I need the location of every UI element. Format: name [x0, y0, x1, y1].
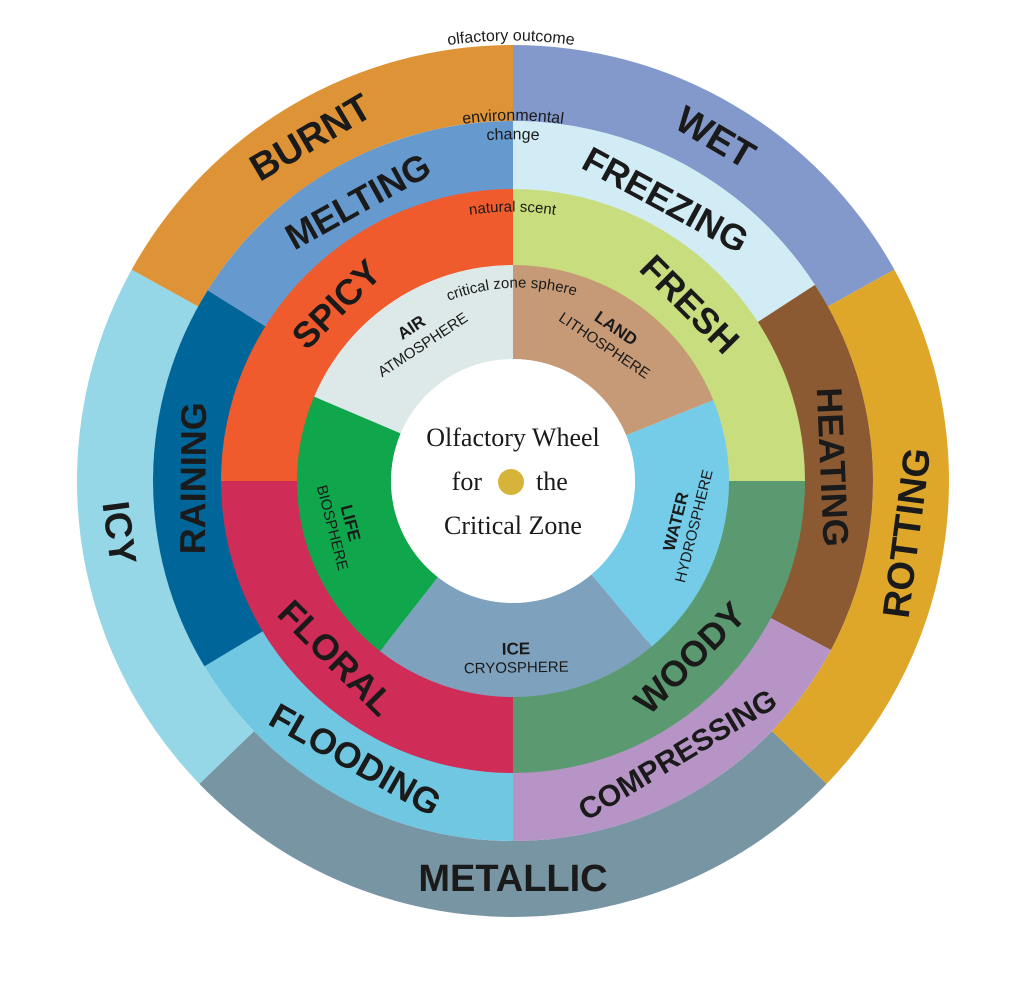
- scent-segment-woody: [513, 481, 805, 773]
- title-line2-left: for: [452, 467, 483, 496]
- middle-segment-flooding: [204, 624, 514, 841]
- center-title: Olfactory Wheel for the Critical Zone: [426, 423, 600, 540]
- middle-ring-caption-line1: environmental: [461, 107, 565, 127]
- sphere-segment-water: [591, 400, 730, 647]
- middle-segment-freezing: [513, 121, 815, 330]
- outer-segment-metallic: [199, 731, 827, 917]
- title-gold-dot: [498, 469, 524, 495]
- title-line2-right: the: [536, 467, 568, 496]
- sphere-segment-air: [314, 265, 513, 434]
- outer-segment-wet: [513, 45, 895, 307]
- middle-segment-melting: [207, 120, 513, 334]
- outer-segment-rotting: [771, 269, 949, 784]
- middle-ring-caption-line2: change: [486, 126, 540, 144]
- scent-segment-floral: [221, 481, 513, 773]
- middle-segment-compressing: [513, 611, 831, 841]
- sphere-segment-life: [296, 396, 438, 652]
- sphere-name-ice: ICE: [502, 639, 531, 658]
- scent-ring-caption: natural scent: [468, 199, 558, 219]
- scent-segment-spicy: [221, 189, 513, 481]
- title-line1: Olfactory Wheel: [426, 423, 600, 452]
- title-line3: Critical Zone: [444, 511, 582, 540]
- sphere-sub-ice: CRYOSPHERE: [464, 659, 569, 678]
- scent-segment-fresh: [513, 189, 805, 481]
- outer-label-metallic: METALLIC: [418, 858, 607, 900]
- outer-segment-burnt: [131, 45, 514, 307]
- outer-segment-icy: [77, 269, 255, 784]
- sphere-ring-critical-zone: LANDLITHOSPHEREWATERHYDROSPHEREICECRYOSP…: [296, 265, 730, 697]
- outer-ring-caption: olfactory outcome: [446, 28, 576, 50]
- middle-ring-environmental-change: FREEZINGHEATINGCOMPRESSINGFLOODINGRAININ…: [153, 120, 873, 841]
- middle-label-raining: RAINING: [172, 402, 214, 554]
- middle-label-heating: HEATING: [809, 387, 857, 548]
- sphere-segment-ice: [380, 574, 652, 697]
- outer-label-icy: ICY: [93, 499, 143, 567]
- sphere-segment-land: [513, 265, 714, 436]
